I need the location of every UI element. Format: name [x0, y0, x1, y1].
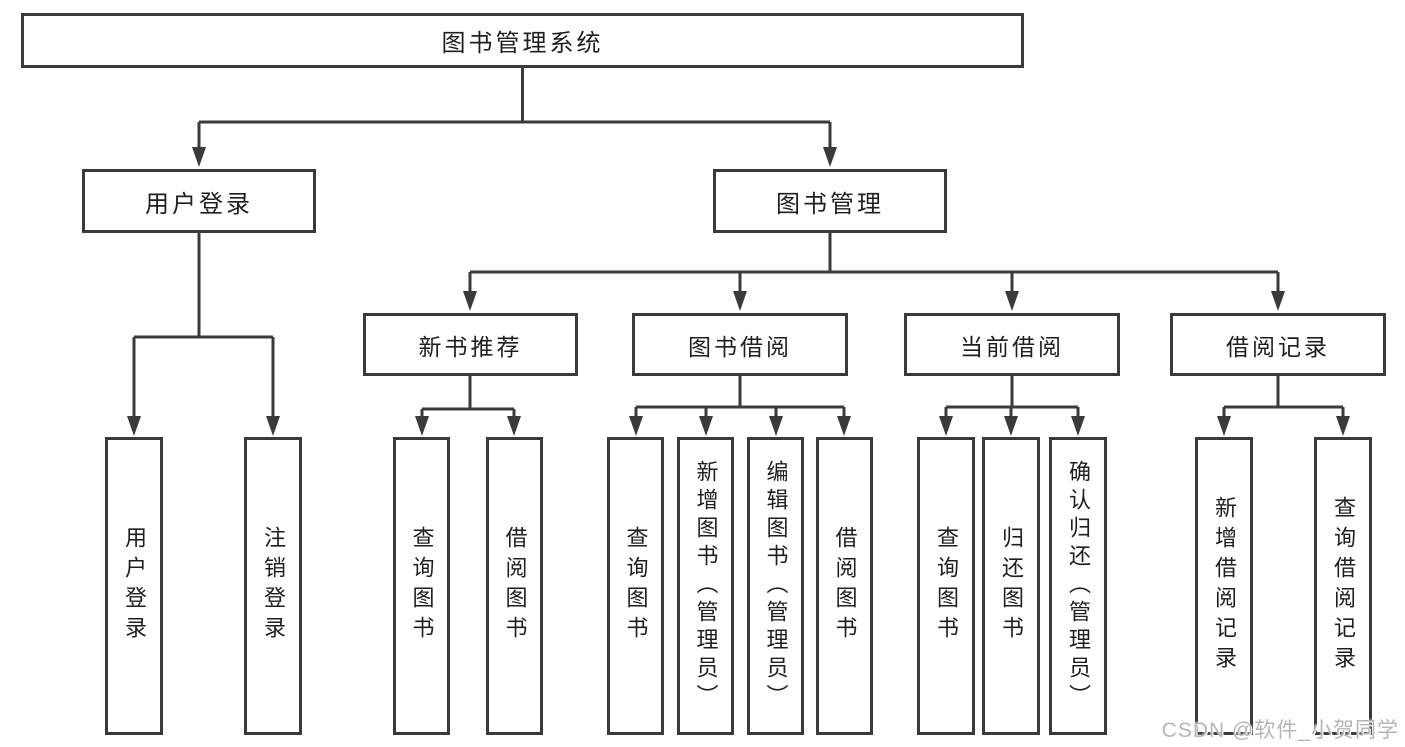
- node-book-borrow: 图书借阅: [632, 313, 848, 376]
- connector-recommend-children: [415, 376, 521, 436]
- node-recommend-borrow-book: 借阅图书: [486, 437, 543, 735]
- node-current-query-book: 查询图书: [917, 437, 975, 735]
- node-borrow-add-book-admin: 新增图书（管理员）: [677, 437, 734, 735]
- node-logout-leaf: 注销登录: [244, 437, 302, 735]
- connector-current-borrow-children: [939, 376, 1085, 436]
- node-user-login: 用户登录: [82, 169, 316, 233]
- node-recommend-query-book: 查询图书: [393, 437, 450, 735]
- node-root: 图书管理系统: [21, 13, 1024, 68]
- node-book-mgmt: 图书管理: [713, 169, 947, 233]
- node-borrow-edit-book-admin: 编辑图书（管理员）: [747, 437, 804, 735]
- node-current-borrow: 当前借阅: [904, 313, 1120, 376]
- connector-borrow-children: [629, 376, 851, 436]
- connector-records-children: [1217, 376, 1350, 436]
- node-records-query-record: 查询借阅记录: [1314, 437, 1372, 735]
- node-borrow-query-book: 查询图书: [607, 437, 664, 735]
- csdn-watermark: CSDN @软件_小贺同学: [1161, 719, 1399, 742]
- node-current-return-book: 归还图书: [982, 437, 1040, 735]
- node-current-confirm-return-admin: 确认归还（管理员）: [1049, 437, 1107, 735]
- node-user-login-leaf: 用户登录: [105, 437, 163, 735]
- connector-user-login-children: [127, 233, 280, 436]
- node-borrow-records: 借阅记录: [1170, 313, 1386, 376]
- node-borrow-borrow-book: 借阅图书: [816, 437, 873, 735]
- node-new-book-recommend: 新书推荐: [363, 313, 578, 376]
- connector-root-to-level2: [192, 68, 837, 167]
- node-records-add-record: 新增借阅记录: [1195, 437, 1253, 735]
- connector-book-mgmt-children: [463, 233, 1285, 311]
